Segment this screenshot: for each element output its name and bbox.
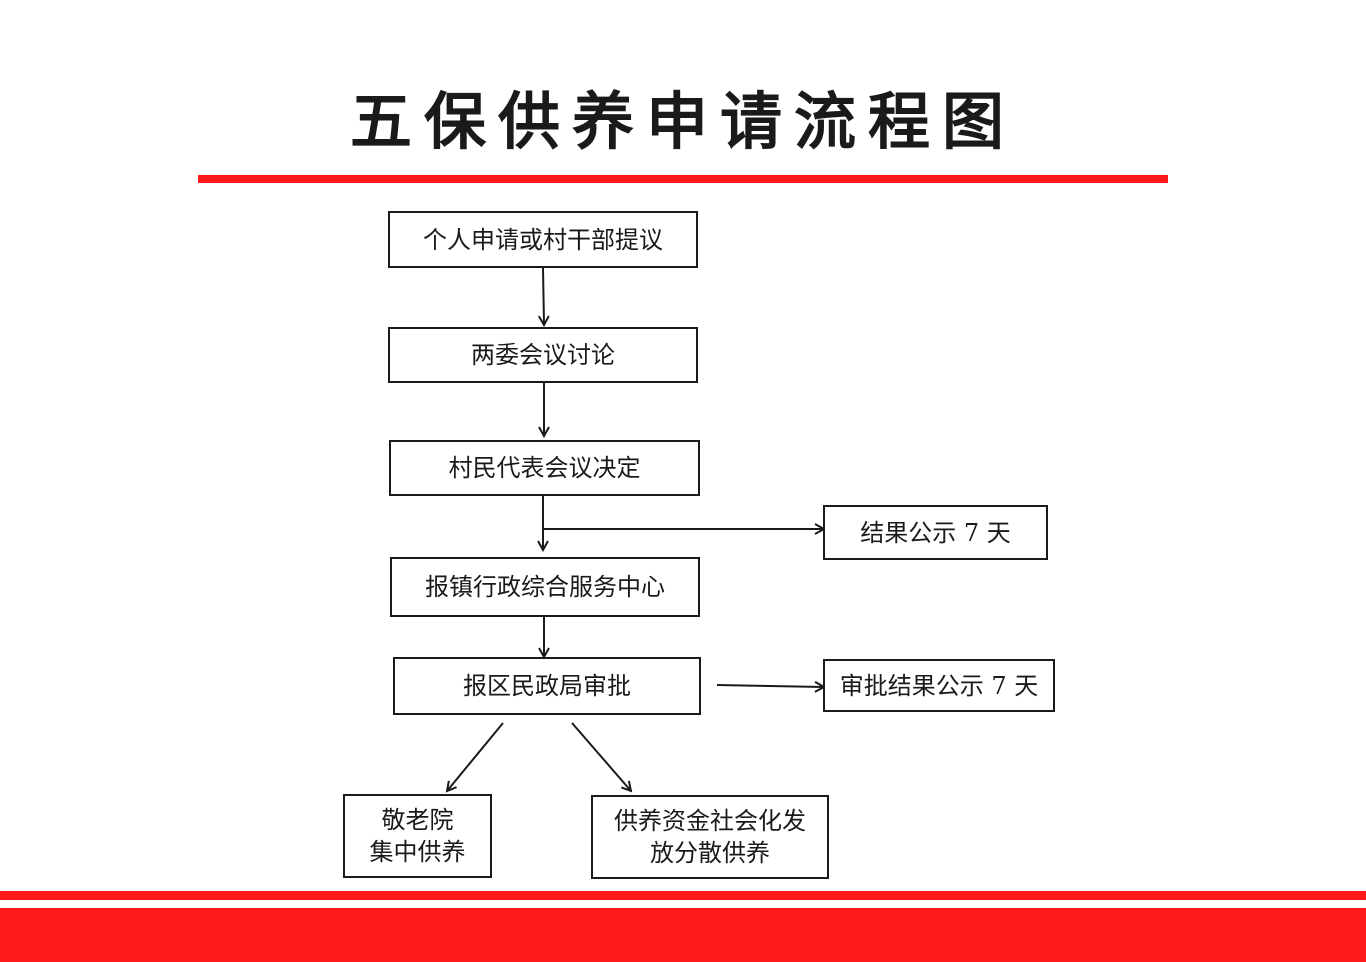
arrow-district-to-dispersed <box>571 722 631 791</box>
node-villager-representative-decision: 村民代表会议决定 <box>389 440 700 496</box>
node-town-service-center: 报镇行政综合服务中心 <box>390 557 700 617</box>
footer-red-band <box>0 908 1366 962</box>
footer-thin-stripe <box>0 891 1366 900</box>
node-personal-application: 个人申请或村干部提议 <box>388 211 698 268</box>
node-approval-result-publicity: 审批结果公示 7 天 <box>823 659 1055 712</box>
node-district-civil-affairs-approval: 报区民政局审批 <box>393 657 701 715</box>
arrow-district-to-nursing-home <box>447 722 504 791</box>
page-title: 五保供养申请流程图 <box>349 85 1016 158</box>
node-nursing-home-support: 敬老院 集中供养 <box>343 794 492 878</box>
arrow-district-to-approval-publicity <box>716 685 824 687</box>
title-underline <box>198 175 1168 183</box>
node-committee-discussion: 两委会议讨论 <box>388 327 698 383</box>
node-result-publicity: 结果公示 7 天 <box>823 505 1048 560</box>
arrow-apply-to-committee <box>543 267 544 325</box>
node-dispersed-support: 供养资金社会化发 放分散供养 <box>591 795 829 879</box>
